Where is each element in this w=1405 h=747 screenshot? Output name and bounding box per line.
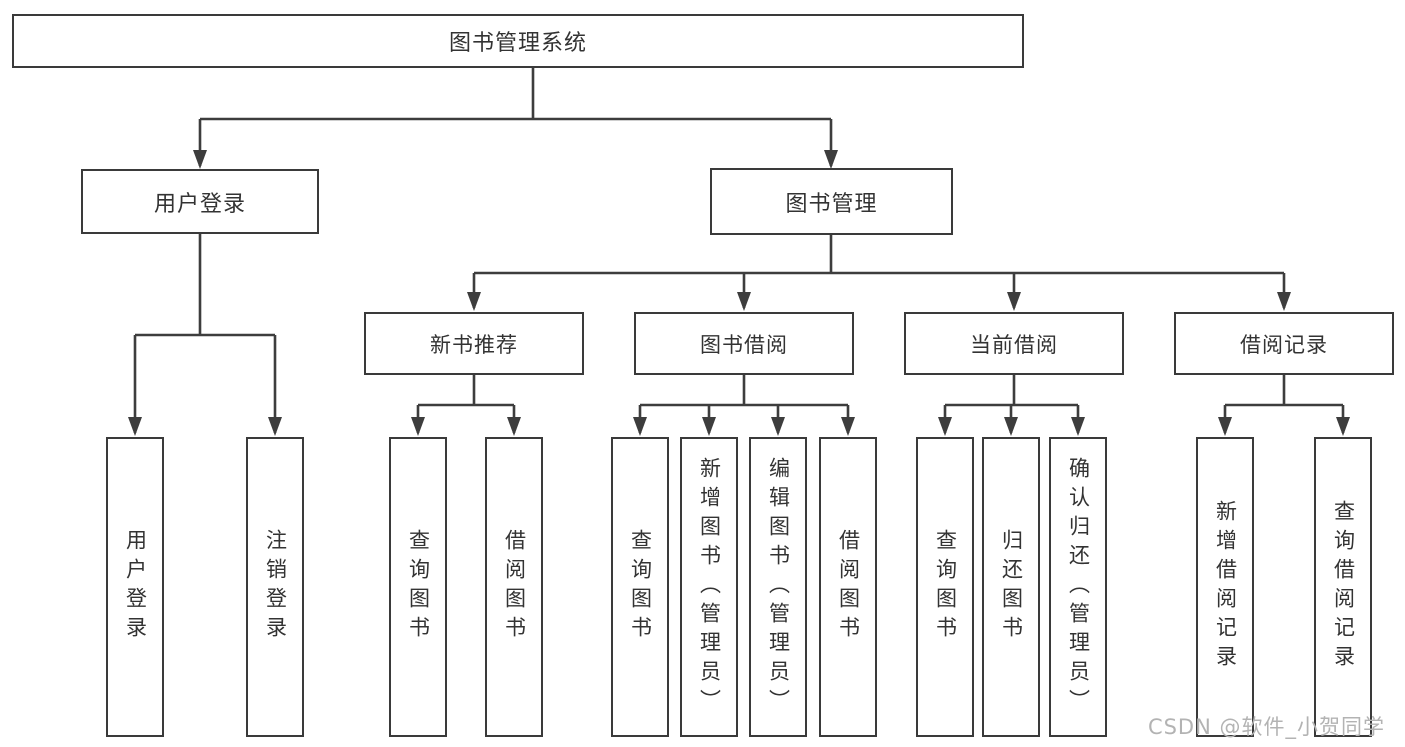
- leaf-label: 查询图书: [628, 529, 653, 645]
- arrow-down-icon: [128, 417, 142, 436]
- leaf-query-books-recommend: 查询图书: [389, 437, 447, 737]
- arrow-down-icon: [507, 417, 521, 436]
- leaf-borrow-books-recommend: 借阅图书: [485, 437, 543, 737]
- leaf-user-login: 用户登录: [106, 437, 164, 737]
- leaf-label: 借阅图书: [836, 529, 861, 645]
- arrow-down-icon: [633, 417, 647, 436]
- leaf-confirm-return-admin: 确认归还（管理员）: [1049, 437, 1107, 737]
- node-user-login: 用户登录: [81, 169, 319, 234]
- leaf-label: 借阅图书: [502, 529, 527, 645]
- watermark-csdn: CSDN @软件_小贺同学: [1147, 715, 1385, 739]
- arrow-down-icon: [1007, 292, 1021, 311]
- leaf-return-books: 归还图书: [982, 437, 1040, 737]
- leaf-query-books-current: 查询图书: [916, 437, 974, 737]
- node-system-root: 图书管理系统: [12, 14, 1024, 68]
- arrow-down-icon: [702, 417, 716, 436]
- leaf-label: 归还图书: [999, 529, 1024, 645]
- leaf-label: 用户登录: [123, 529, 148, 645]
- leaf-borrow-books-borrowing: 借阅图书: [819, 437, 877, 737]
- arrow-down-icon: [841, 417, 855, 436]
- arrow-down-icon: [268, 417, 282, 436]
- node-current-borrowing: 当前借阅: [904, 312, 1124, 375]
- arrow-down-icon: [737, 292, 751, 311]
- arrow-down-icon: [1218, 417, 1232, 436]
- node-book-borrowing: 图书借阅: [634, 312, 854, 375]
- leaf-label: 确认归还（管理员）: [1066, 456, 1091, 718]
- arrow-down-icon: [467, 292, 481, 311]
- leaf-logout-login: 注销登录: [246, 437, 304, 737]
- node-borrowing-records: 借阅记录: [1174, 312, 1394, 375]
- leaf-label: 注销登录: [263, 529, 288, 645]
- leaf-label: 查询图书: [933, 529, 958, 645]
- leaf-query-books-borrowing: 查询图书: [611, 437, 669, 737]
- leaf-query-borrow-record: 查询借阅记录: [1314, 437, 1372, 737]
- arrow-down-icon: [771, 417, 785, 436]
- leaf-label: 新增借阅记录: [1213, 500, 1238, 674]
- leaf-label: 新增图书（管理员）: [697, 456, 722, 718]
- arrow-down-icon: [938, 417, 952, 436]
- arrow-down-icon: [193, 150, 207, 169]
- arrow-down-icon: [1277, 292, 1291, 311]
- arrow-down-icon: [1071, 417, 1085, 436]
- leaf-add-borrow-record: 新增借阅记录: [1196, 437, 1254, 737]
- leaf-label: 编辑图书（管理员）: [766, 456, 791, 718]
- leaf-label: 查询借阅记录: [1331, 500, 1356, 674]
- arrow-down-icon: [411, 417, 425, 436]
- arrow-down-icon: [824, 150, 838, 169]
- leaf-label: 查询图书: [406, 529, 431, 645]
- arrow-down-icon: [1004, 417, 1018, 436]
- leaf-add-books-admin: 新增图书（管理员）: [680, 437, 738, 737]
- node-book-management: 图书管理: [710, 168, 953, 235]
- leaf-edit-books-admin: 编辑图书（管理员）: [749, 437, 807, 737]
- arrow-down-icon: [1336, 417, 1350, 436]
- node-new-book-recommendation: 新书推荐: [364, 312, 584, 375]
